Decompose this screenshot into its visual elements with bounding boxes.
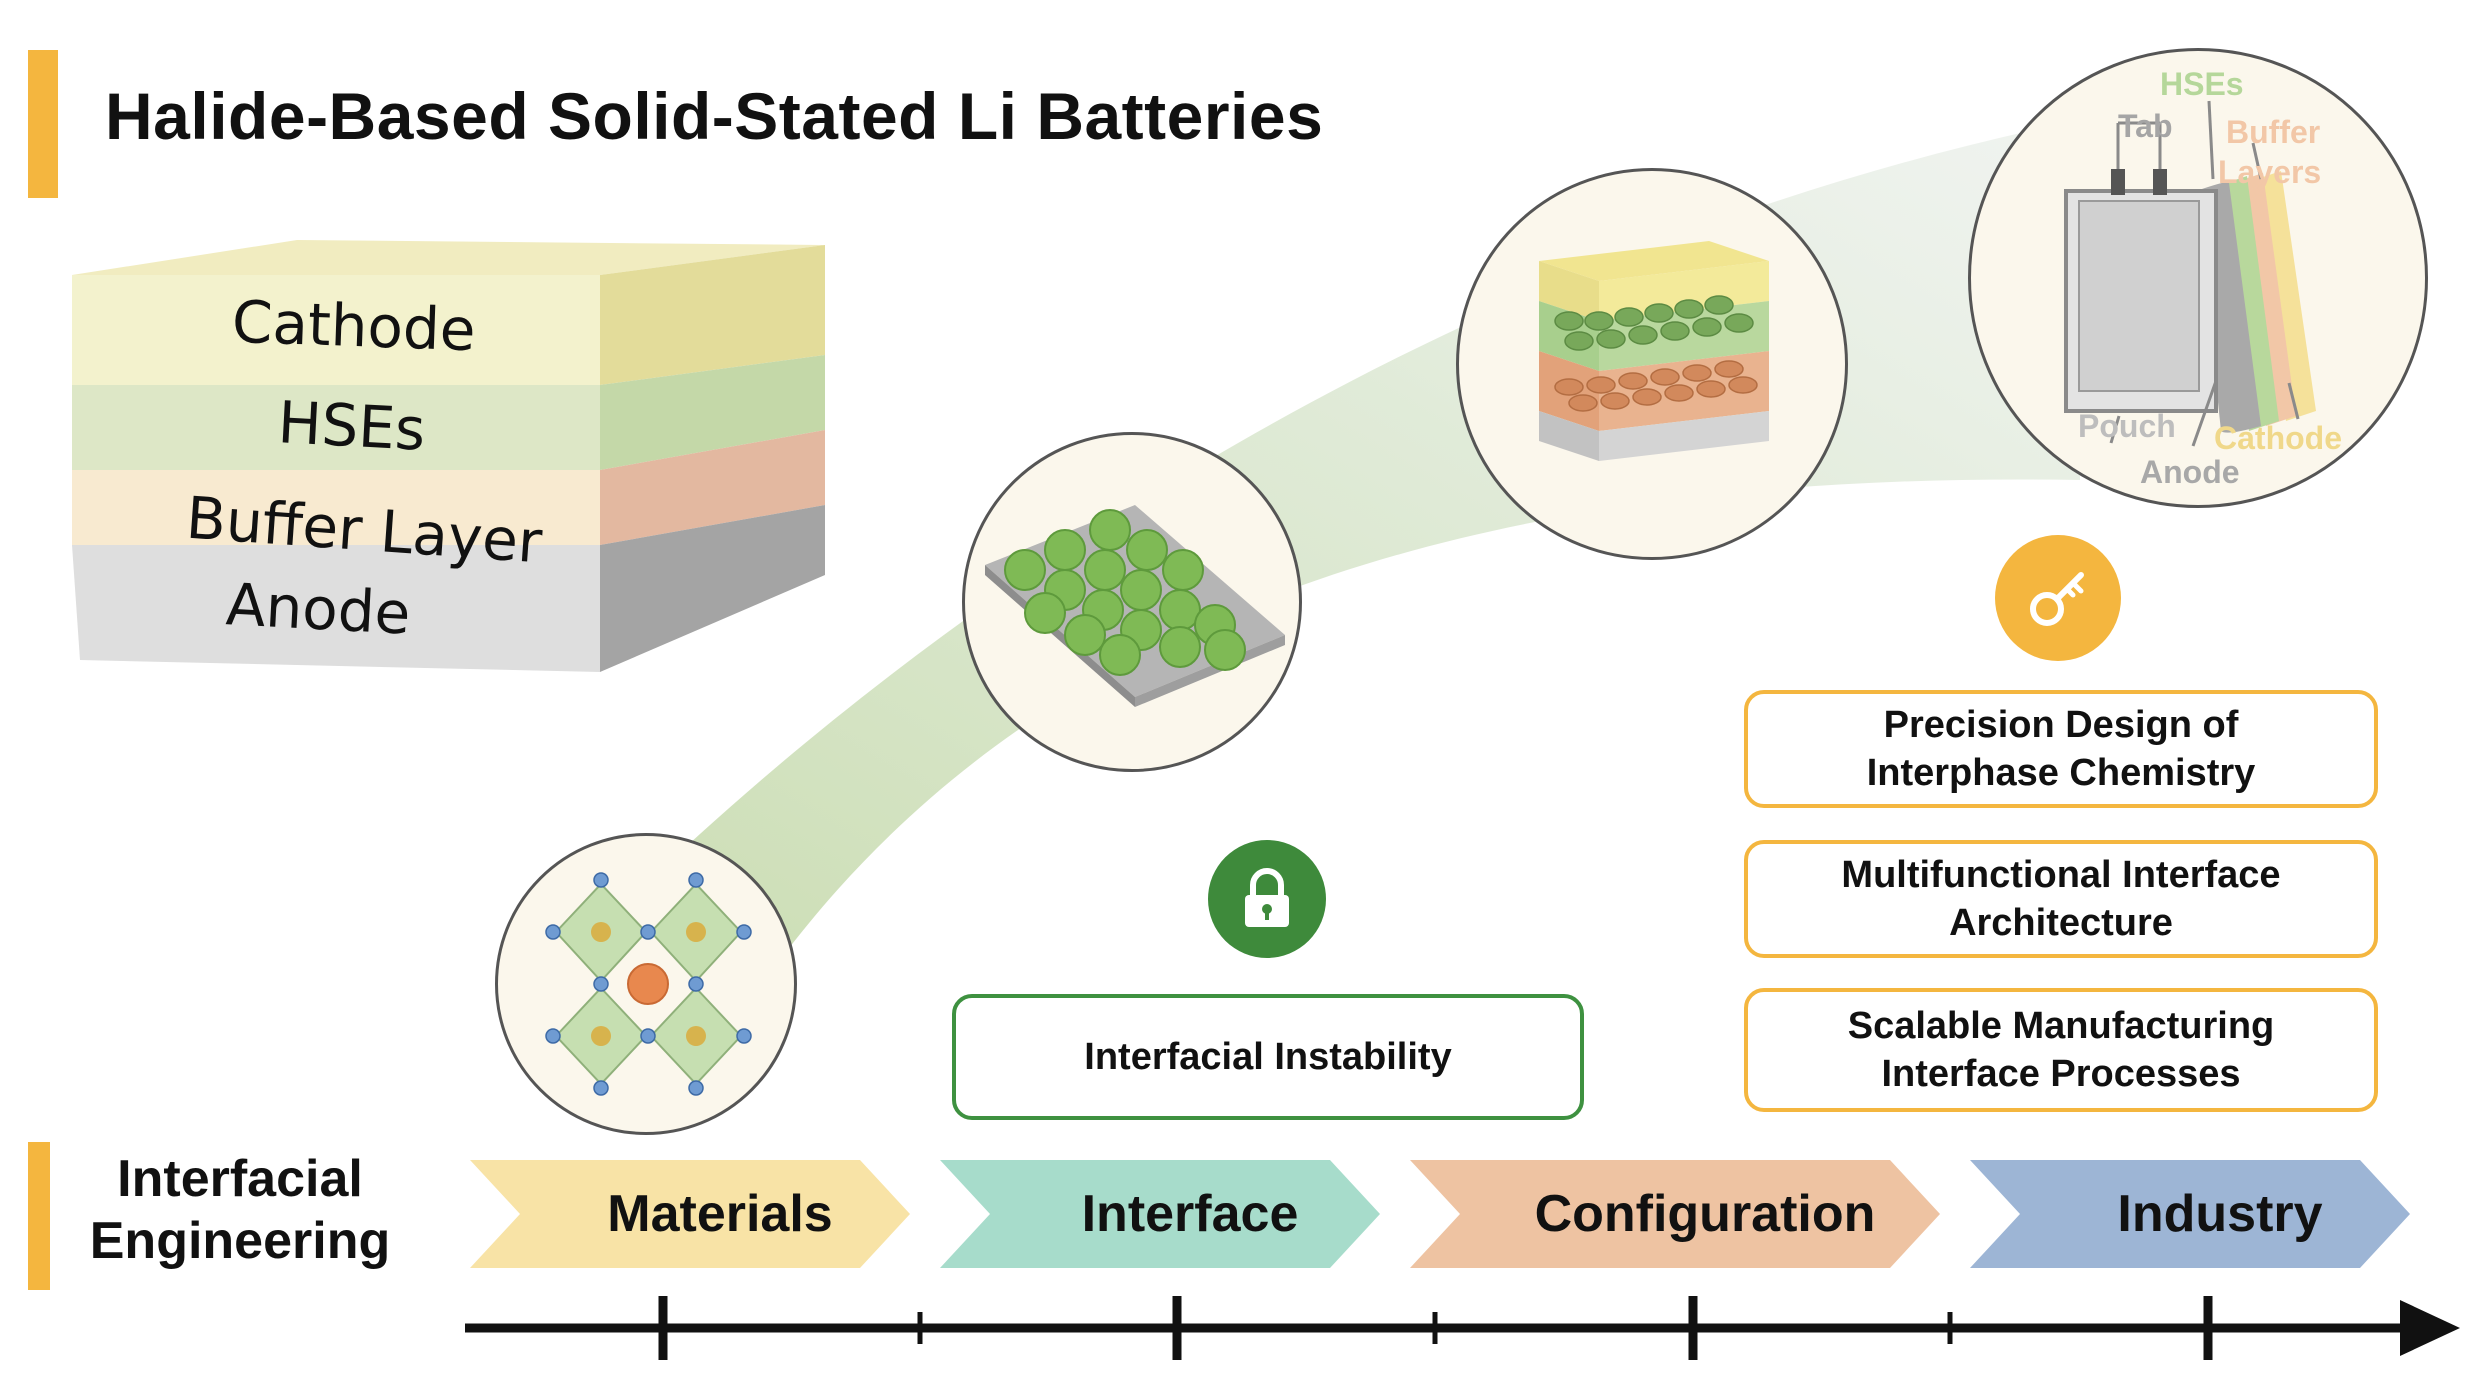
pouch-label-layers: Layers: [2218, 154, 2322, 190]
stage-label-materials: Materials: [607, 1185, 833, 1243]
solution-3-line1: Scalable Manufacturing: [1847, 1005, 2275, 1047]
key-icon: [1995, 535, 2121, 661]
stage-chevron-configuration: [1410, 1160, 1940, 1268]
lock-icon: [1208, 840, 1326, 958]
pouch-label-tab: Tab: [2118, 108, 2173, 144]
cube-label-cathode: Cathode: [230, 287, 477, 365]
cube-label-hses: HSEs: [276, 388, 427, 464]
pouch-label-hses: HSEs: [2160, 66, 2244, 102]
stage-label-industry: Industry: [2117, 1185, 2323, 1243]
solution-2-line1: Multifunctional Interface: [1841, 854, 2281, 896]
solution-2-line2: Architecture: [1949, 902, 2173, 944]
particle-array-circle: [962, 432, 1302, 772]
challenge-label: Interfacial Instability: [1084, 1035, 1452, 1078]
timeline-accent-bar: [28, 1142, 50, 1290]
solution-1-line1: Precision Design of: [1883, 704, 2239, 746]
stage-label-configuration: Configuration: [1534, 1185, 1876, 1243]
timeline-axis: [465, 1296, 2460, 1360]
title-accent-bar: [28, 50, 58, 198]
page-title: Halide-Based Solid-Stated Li Batteries: [105, 79, 1324, 153]
solution-1-line2: Interphase Chemistry: [1866, 752, 2256, 794]
layered-interface-circle: [1456, 168, 1848, 560]
stage-chevron-materials: [470, 1160, 910, 1268]
pouch-label-cathode: Cathode: [2214, 420, 2342, 456]
timeline-heading: Interfacial Engineering: [60, 1148, 420, 1272]
pouch-cell-circle: [1968, 48, 2428, 508]
cube-label-anode: Anode: [224, 570, 413, 648]
pouch-label-anode: Anode: [2140, 454, 2240, 490]
stage-configuration: Configuration: [1410, 1160, 1940, 1268]
stage-materials: Materials: [470, 1160, 910, 1268]
solution-box-1: Precision Design of Interphase Chemistry: [1744, 690, 2378, 808]
pouch-cell-icon: [2064, 100, 2316, 447]
solution-3-line2: Interface Processes: [1881, 1053, 2241, 1095]
layered-interface-icon: [1539, 241, 1769, 461]
crystal-structure-icon: [545, 872, 752, 1096]
pouch-label-pouch: Pouch: [2078, 408, 2176, 444]
crystal-structure-circle: [495, 833, 797, 1135]
pouch-label-buffer: Buffer: [2226, 114, 2321, 150]
stage-chevron-interface: [940, 1160, 1380, 1268]
challenge-box: Interfacial Instability: [952, 994, 1584, 1120]
stage-interface: Interface: [940, 1160, 1380, 1268]
timeline-heading-line1: Interfacial: [117, 1150, 363, 1208]
timeline-heading-line2: Engineering: [89, 1212, 391, 1270]
stage-chevron-industry: [1970, 1160, 2410, 1268]
stage-industry: Industry: [1970, 1160, 2410, 1268]
particle-array-icon: [985, 505, 1285, 707]
stage-label-interface: Interface: [1081, 1185, 1299, 1243]
